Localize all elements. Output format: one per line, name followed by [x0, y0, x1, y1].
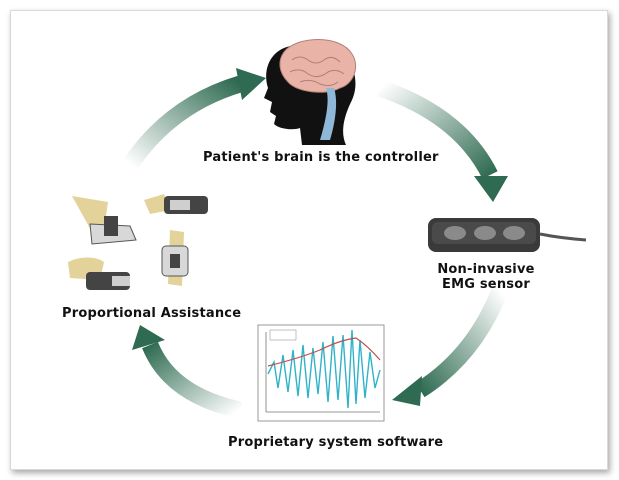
ankle-brace-icon: [72, 196, 137, 245]
arrow-sensor-to-software: [392, 286, 508, 406]
emg-plot-icon: [257, 324, 385, 422]
proportional-assistance-label: Proportional Assistance: [62, 306, 242, 321]
knee-brace-icon: [161, 230, 189, 286]
wrist-brace-icon: [144, 194, 208, 214]
emg-sensor-label-line2: EMG sensor: [442, 277, 530, 292]
head-brain-icon: [264, 39, 356, 145]
arrow-software-to-assistance: [132, 325, 242, 419]
elbow-brace-icon: [68, 257, 130, 290]
orthosis-brace-icons: [68, 194, 208, 290]
arrow-assistance-to-brain: [122, 68, 266, 170]
brain-controller-label: Patient's brain is the controller: [203, 150, 439, 165]
arrow-brain-to-sensor: [377, 79, 508, 202]
emg-sensor-icon: [428, 218, 587, 252]
emg-sensor-label-line1: Non-invasive: [437, 262, 535, 277]
proprietary-software-label: Proprietary system software: [228, 435, 444, 450]
emg-sensor-label: Non-invasive EMG sensor: [426, 262, 546, 292]
